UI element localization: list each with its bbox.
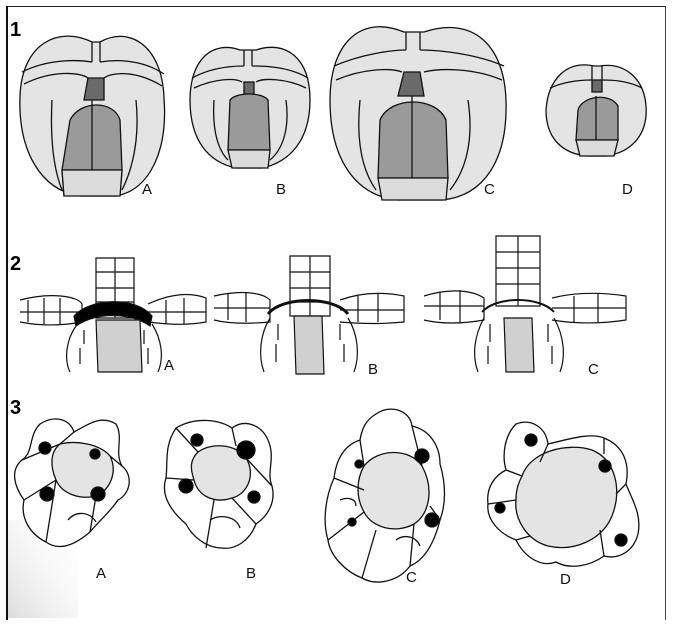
cell-group-3c [325, 409, 444, 582]
archegonium-1b [190, 47, 310, 168]
archegonium-1a [20, 36, 165, 196]
neck-2c [424, 236, 626, 372]
neck-2b [214, 256, 404, 374]
panel-3-label-d: D [560, 571, 571, 588]
panel-1 [20, 27, 646, 200]
archegonium-1c [330, 27, 506, 200]
cell-group-3a [15, 419, 130, 547]
panel-3-label-c: C [406, 569, 417, 586]
panel-2 [20, 236, 626, 374]
panel-2-label-c: C [588, 361, 599, 378]
panel-1-label-a: A [142, 181, 152, 198]
panel-1-label-b: B [276, 181, 286, 198]
cell-group-3b [164, 420, 273, 548]
panel-1-label-d: D [622, 181, 633, 198]
cell-group-3d [488, 422, 639, 566]
panel-3-label-b: B [246, 565, 256, 582]
panel-2-label-b: B [368, 361, 378, 378]
neck-2a [20, 258, 206, 372]
panel-3-label-a: A [96, 565, 106, 582]
panel-number-1: 1 [10, 19, 21, 41]
panel-number-2: 2 [10, 253, 21, 275]
panel-1-label-c: C [484, 181, 495, 198]
panel-2-label-a: A [164, 357, 174, 374]
panel-number-3: 3 [10, 397, 21, 419]
archegonium-1d [546, 65, 646, 156]
panel-3 [15, 409, 639, 582]
